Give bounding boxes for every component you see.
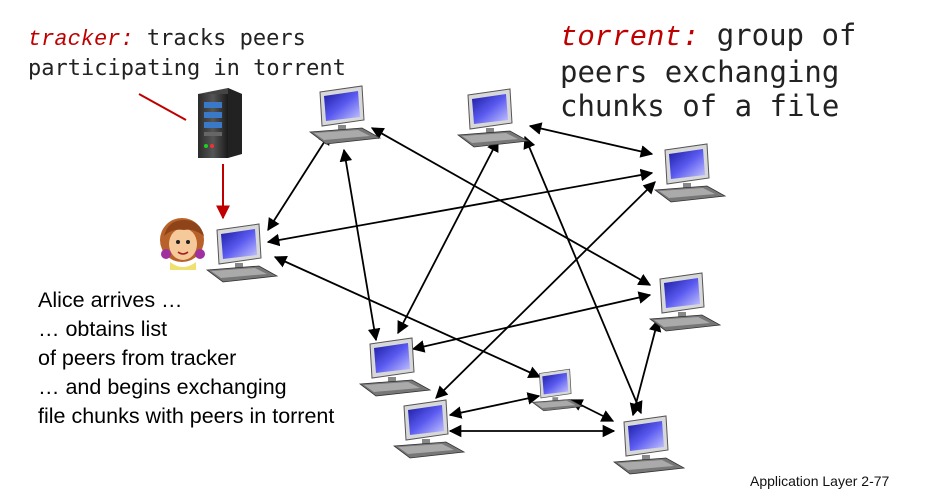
torrent-line2: peers exchanging	[560, 55, 840, 89]
alice-line: file chunks with peers in torrent	[38, 404, 335, 428]
connection-arrow	[397, 138, 499, 335]
alice-annotation: Alice arrives … … obtains list of peers …	[38, 286, 334, 431]
alice-line: … and begins exchanging	[38, 375, 287, 399]
connection-arrow	[448, 392, 541, 419]
alice-line: … obtains list	[38, 317, 168, 341]
tracker-line2: participating in torrent	[28, 56, 346, 81]
computer-icon	[457, 88, 529, 148]
connection-arrow	[411, 291, 652, 353]
tracker-line1: tracks peers	[133, 26, 306, 51]
computer-icon	[654, 143, 726, 203]
tracker-pointer-line	[138, 93, 187, 121]
tracker-annotation: tracker: tracks peers participating in t…	[28, 24, 346, 83]
connection-arrow	[569, 399, 615, 422]
person-icon	[160, 218, 205, 270]
torrent-label: torrent:	[560, 21, 700, 54]
computer-icon	[393, 399, 465, 459]
server-icon	[198, 88, 242, 158]
connection-arrow	[370, 127, 652, 286]
peer-connections	[266, 122, 662, 438]
torrent-annotation: torrent: group of peers exchanging chunk…	[560, 18, 856, 123]
connection-arrow	[435, 181, 656, 399]
computer-icon	[531, 368, 584, 412]
connection-arrow	[267, 131, 331, 232]
torrent-line1: group of	[699, 18, 857, 52]
computer-icon	[206, 223, 278, 283]
tracker-label: tracker:	[28, 27, 134, 52]
computer-icon	[649, 272, 721, 332]
alice-line: Alice arrives …	[38, 288, 183, 312]
connection-arrow	[266, 168, 654, 247]
connection-arrow	[528, 122, 654, 158]
connection-arrow	[339, 148, 381, 342]
computer-icon	[613, 415, 685, 475]
connection-arrow	[629, 318, 662, 417]
alice-line: of peers from tracker	[38, 346, 237, 370]
computer-icon	[309, 85, 381, 145]
torrent-line3: chunks of a file	[560, 89, 840, 123]
